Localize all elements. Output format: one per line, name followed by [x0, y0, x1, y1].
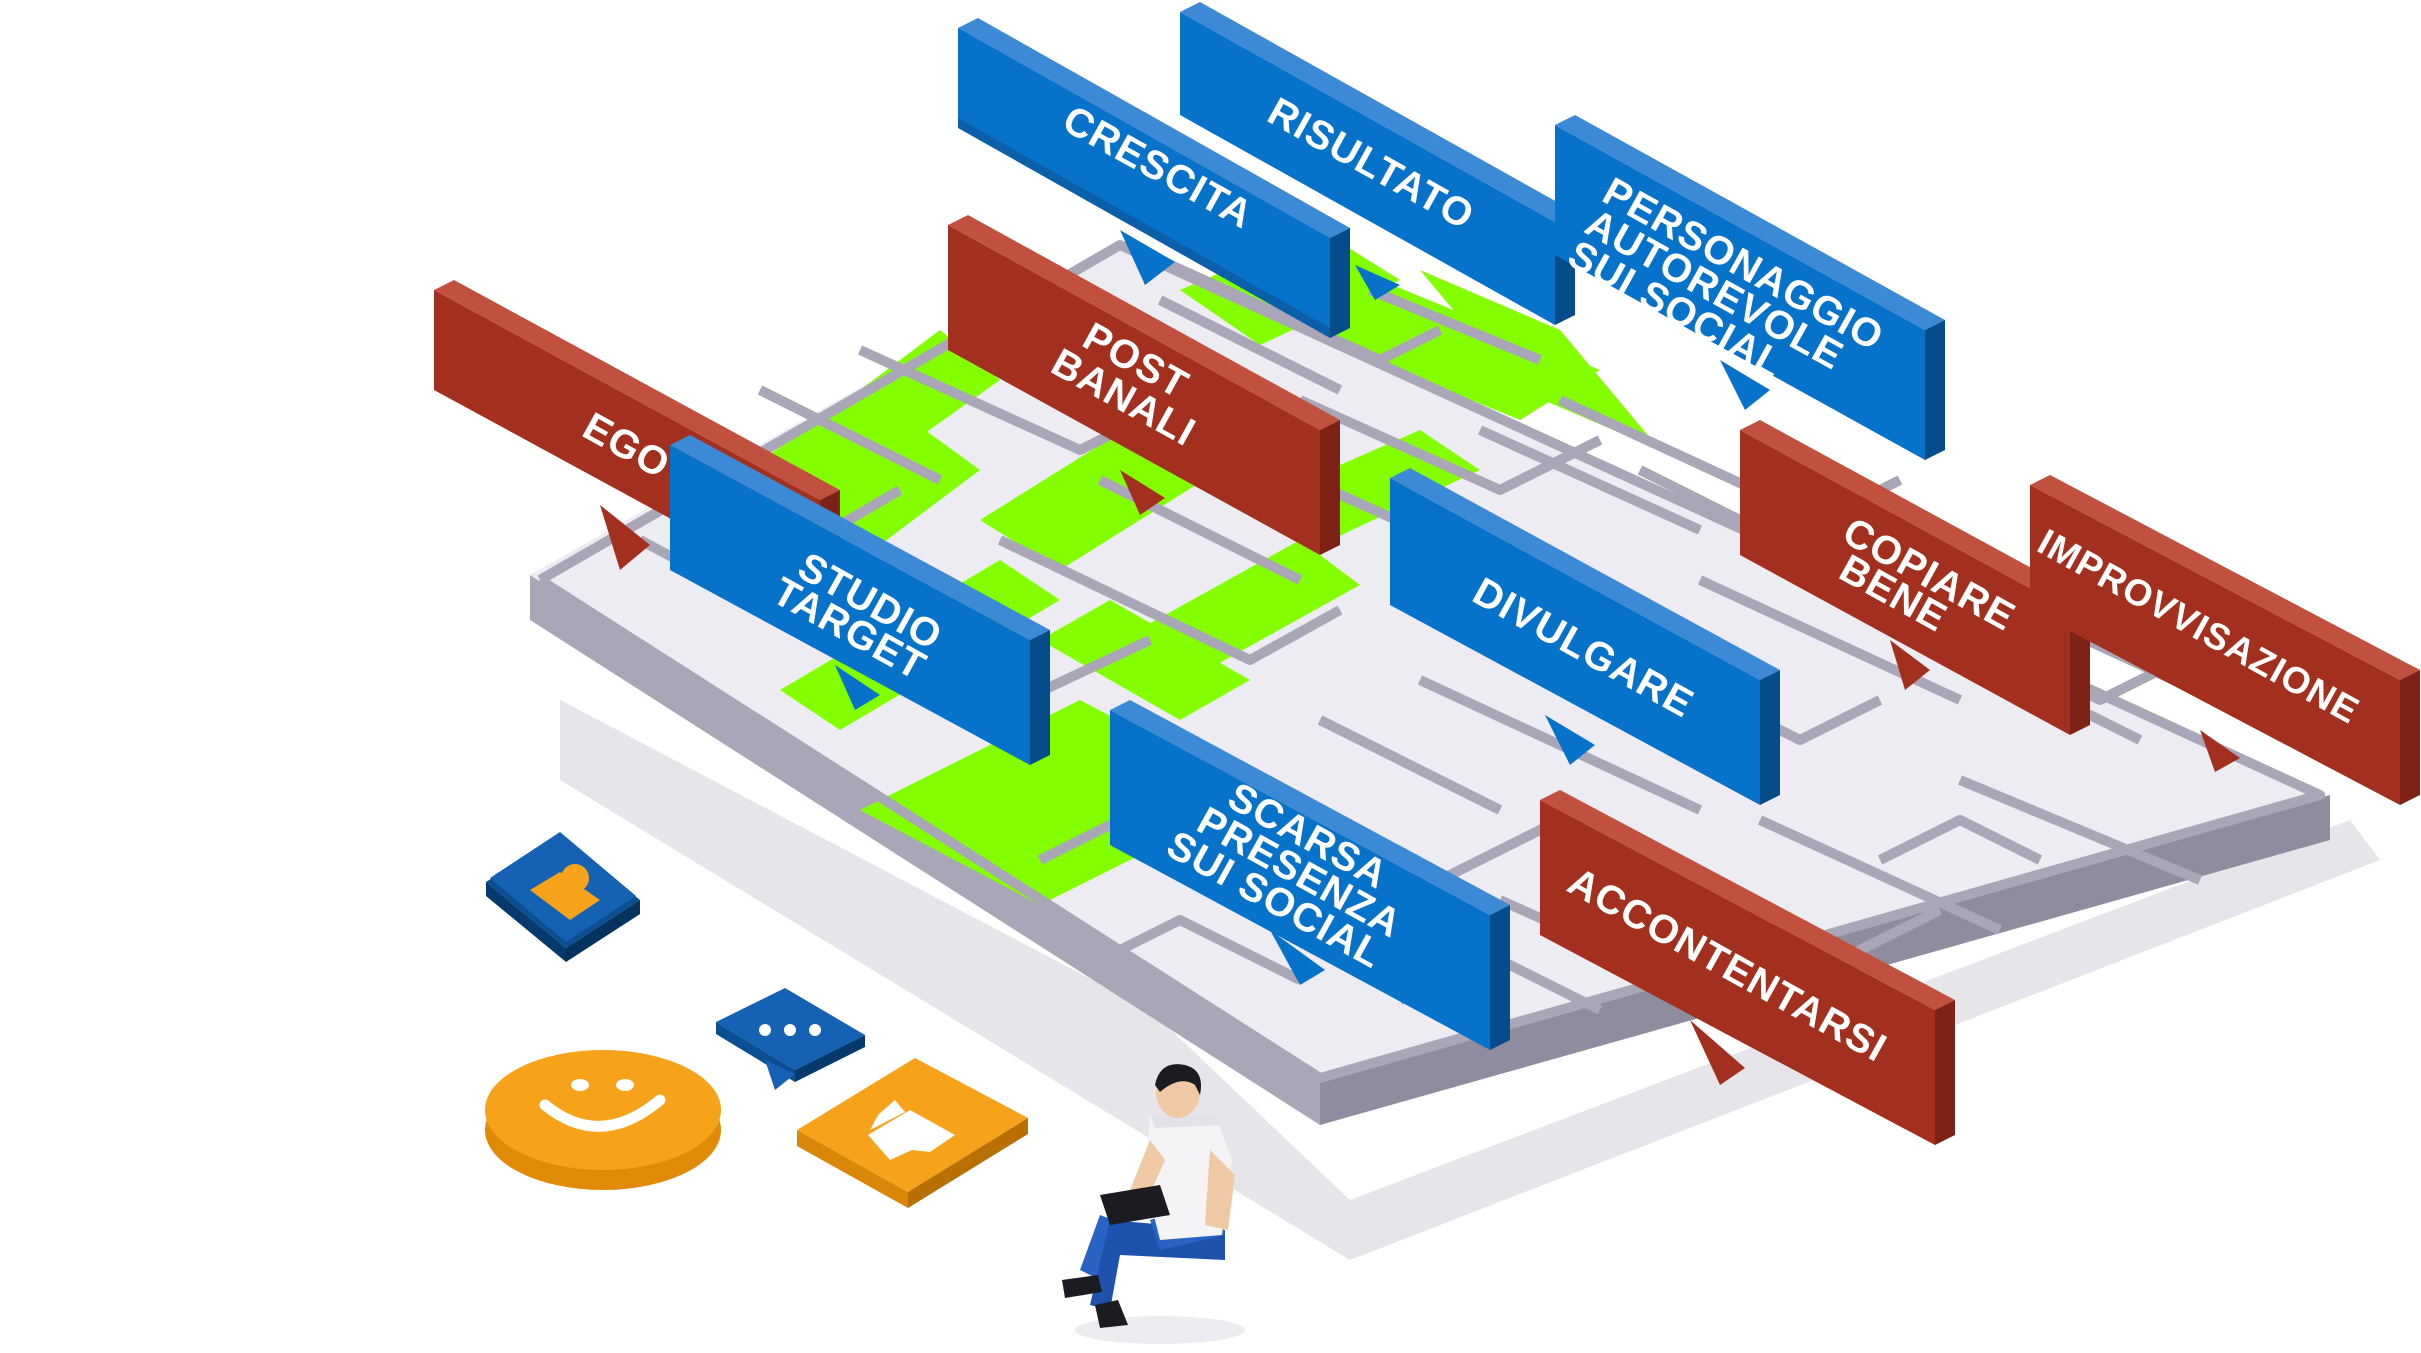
tag-post-banali: POST BANALI	[948, 215, 1340, 555]
person-with-tablet	[1062, 1064, 1245, 1344]
tag-divulgare: DIVULGARE	[1390, 468, 1780, 805]
maze	[530, 230, 2330, 1125]
profile-card-icon	[486, 832, 640, 962]
tag-personaggio: PERSONAGGIO AUTOREVOLE SUI SOCIAL	[1555, 115, 1945, 460]
maze-shadow	[560, 700, 2380, 1260]
smiley-coin-icon	[485, 1050, 721, 1190]
tag-copiare-bene: COPIARE BENE	[1740, 420, 2090, 735]
chat-bubble-icon	[716, 988, 865, 1090]
tag-studio-target: STUDIO TARGET	[670, 435, 1050, 765]
maze-base-side-left	[530, 575, 1320, 1125]
thumbs-up-icon	[797, 1058, 1028, 1208]
